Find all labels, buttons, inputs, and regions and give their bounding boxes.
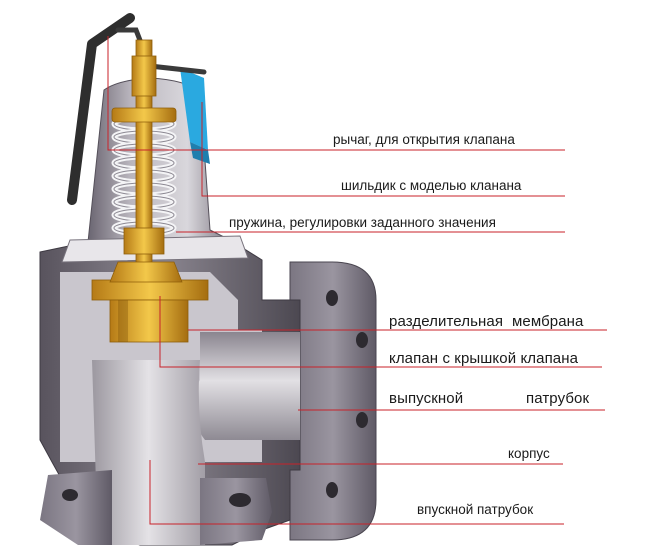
valve-stem (111, 39, 177, 281)
label-membrane-part2: мембрана (512, 313, 584, 330)
leader-lines (107, 36, 607, 525)
label-outlet-part2: патрубок (526, 390, 590, 407)
bolt-hole (229, 493, 251, 507)
label-body: корпус (508, 446, 550, 461)
leader-line-nameplate (201, 102, 565, 197)
outlet-flange (289, 261, 377, 541)
bolt-hole (62, 489, 78, 501)
label-membrane-part1: разделительная (389, 313, 504, 330)
separating-membrane (91, 261, 209, 301)
bolt-hole (356, 332, 368, 348)
label-nameplate: шильдик с моделью кланана (341, 178, 522, 193)
leader-line-inlet (149, 460, 564, 525)
label-lever: рычаг, для открытия клапана (333, 132, 515, 147)
label-inlet: впускной патрубок (417, 502, 534, 517)
label-outlet-part1: выпускной (389, 390, 464, 407)
leader-line-valve (159, 296, 602, 368)
bolt-hole (326, 482, 338, 498)
leader-line-lever (107, 36, 565, 151)
nameplate (180, 68, 210, 164)
bolt-hole (356, 412, 368, 428)
label-valve-disc: клапан с крышкой клапана (389, 350, 579, 367)
bolt-hole (326, 290, 338, 306)
label-spring: пружина, регулировки заданного значения (229, 215, 496, 230)
valve-disc (109, 299, 189, 343)
